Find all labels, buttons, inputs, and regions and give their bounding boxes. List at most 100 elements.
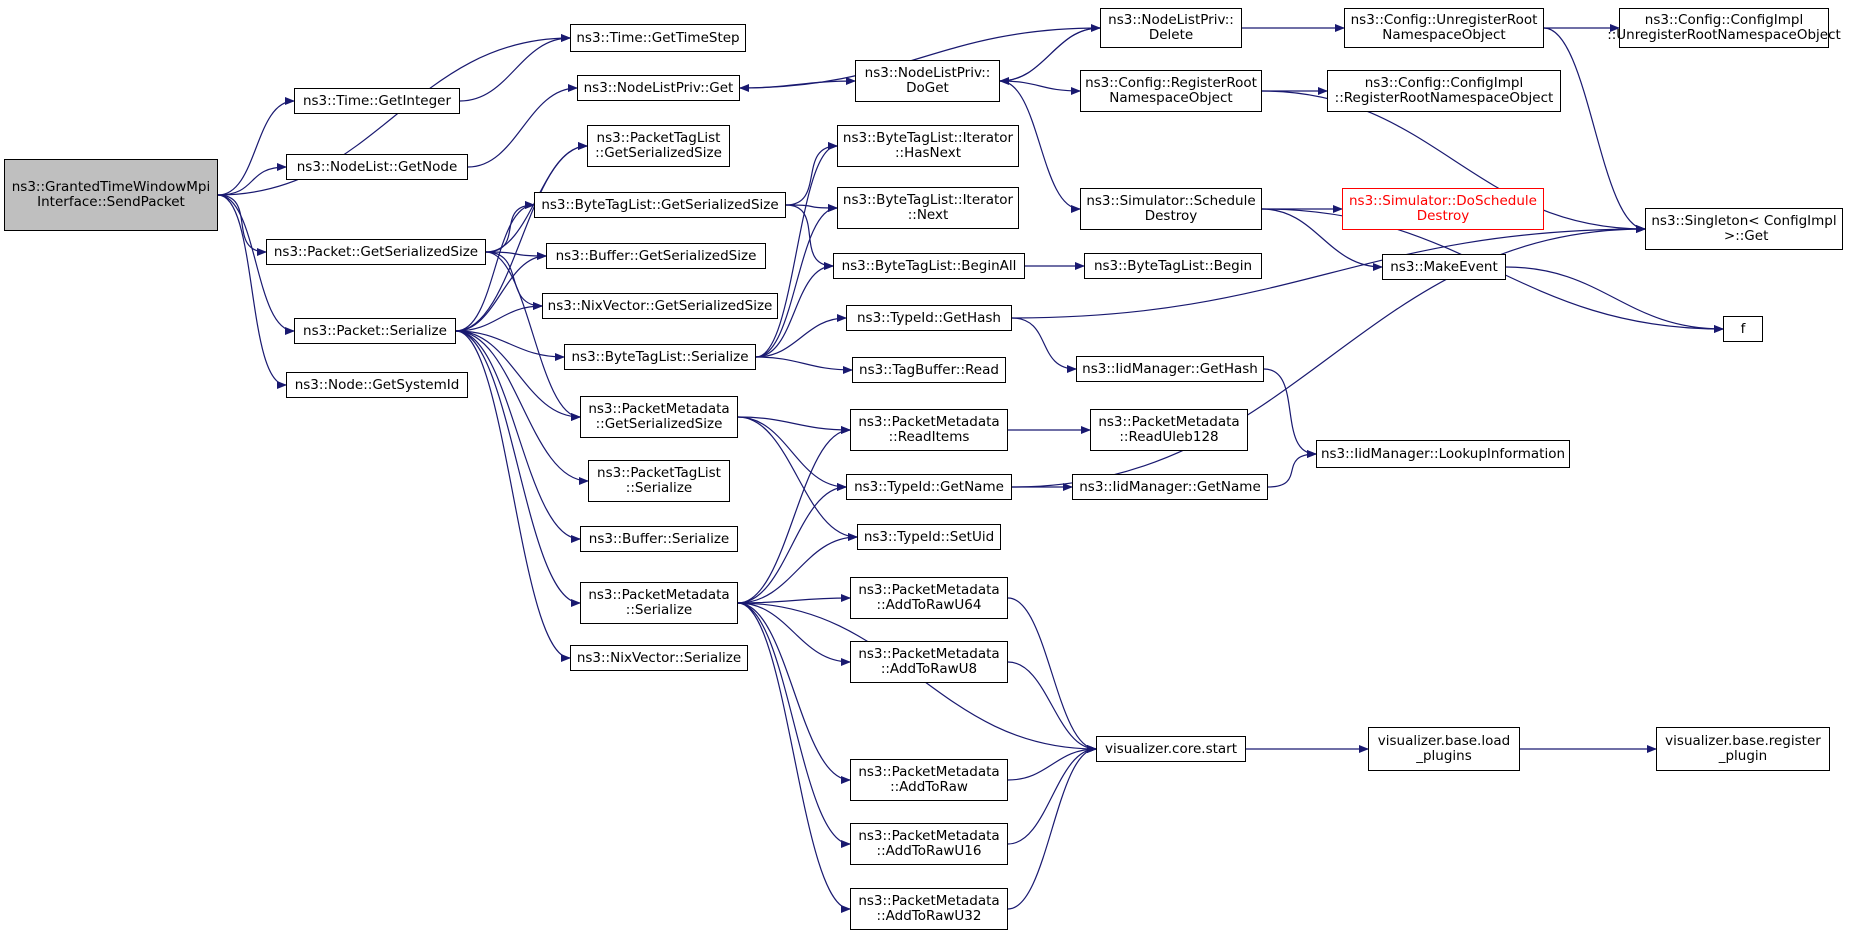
edge-packet-getserializedsize-to-packetmetadata-getserializedsize <box>485 251 581 421</box>
edge-root-to-node-getsystemid <box>217 194 287 389</box>
node-packetmetadata-addtorawu8[interactable]: ns3::PacketMetadata ::AddToRawU8 <box>850 641 1008 683</box>
node-config-unregisterrootnamespaceobject[interactable]: ns3::Config::UnregisterRoot NamespaceObj… <box>1344 8 1544 48</box>
node-tagbuffer-read[interactable]: ns3::TagBuffer::Read <box>852 357 1006 383</box>
edge-config-registerrootnamespaceobject-to-singleton-configimpl-get <box>1261 90 1646 233</box>
node-visualizer-core-start[interactable]: visualizer.core.start <box>1096 736 1246 762</box>
edge-bytetaglist-serialize-to-bytetaglist-iterator-hasnext <box>755 142 838 358</box>
edge-packet-serialize-to-buffer-getserializedsize <box>455 252 547 332</box>
edge-iidmanager-getname-to-iidmanager-lookupinformation <box>1267 450 1317 488</box>
edge-packetmetadata-addtorawu64-to-visualizer-core-start <box>1007 597 1097 753</box>
edge-packet-serialize-to-bytetaglist-serialize <box>455 330 565 361</box>
edge-packetmetadata-addtorawu8-to-visualizer-core-start <box>1007 661 1097 753</box>
node-time-getinteger[interactable]: ns3::Time::GetInteger <box>294 88 460 114</box>
node-nodelistpriv-doget[interactable]: ns3::NodeListPriv:: DoGet <box>855 60 1000 102</box>
node-iidmanager-getname[interactable]: ns3::IidManager::GetName <box>1072 474 1268 500</box>
node-packetmetadata-addtorawu16[interactable]: ns3::PacketMetadata ::AddToRawU16 <box>850 823 1008 865</box>
node-packetmetadata-serialize[interactable]: ns3::PacketMetadata ::Serialize <box>580 582 738 624</box>
node-singleton-configimpl-get[interactable]: ns3::Singleton< ConfigImpl >::Get <box>1645 208 1843 250</box>
node-nodelistpriv-delete[interactable]: ns3::NodeListPriv:: Delete <box>1100 8 1242 48</box>
node-typeid-getname[interactable]: ns3::TypeId::GetName <box>846 474 1012 500</box>
node-bytetaglist-serialize[interactable]: ns3::ByteTagList::Serialize <box>564 344 756 370</box>
edge-bytetaglist-serialize-to-tagbuffer-read <box>755 356 853 374</box>
edge-packetmetadata-serialize-to-typeid-getname <box>737 483 847 604</box>
node-packet-getserializedsize[interactable]: ns3::Packet::GetSerializedSize <box>266 239 486 265</box>
node-time-gettimestep[interactable]: ns3::Time::GetTimeStep <box>570 24 746 52</box>
node-packetmetadata-readitems[interactable]: ns3::PacketMetadata ::ReadItems <box>850 409 1008 451</box>
node-packetmetadata-getserializedsize[interactable]: ns3::PacketMetadata ::GetSerializedSize <box>580 396 738 438</box>
edge-packet-serialize-to-packettaglist-serialize <box>455 330 589 485</box>
edge-nodelistpriv-doget-to-config-registerrootnamespaceobject <box>999 80 1081 95</box>
edge-bytetaglist-serialize-to-bytetaglist-beginall <box>755 262 834 358</box>
node-visualizer-base-load-plugins[interactable]: visualizer.base.load _plugins <box>1368 727 1520 771</box>
node-bytetaglist-getserializedsize[interactable]: ns3::ByteTagList::GetSerializedSize <box>534 192 786 218</box>
edge-bytetaglist-serialize-to-bytetaglist-iterator-next <box>755 204 838 358</box>
edge-packet-serialize-to-packetmetadata-getserializedsize <box>455 330 581 421</box>
node-configimpl-unregisterrootnamespaceobject[interactable]: ns3::Config::ConfigImpl ::UnregisterRoot… <box>1607 8 1841 48</box>
node-bytetaglist-iterator-hasnext[interactable]: ns3::ByteTagList::Iterator ::HasNext <box>837 125 1019 167</box>
node-packettaglist-getserializedsize[interactable]: ns3::PacketTagList ::GetSerializedSize <box>587 125 730 167</box>
edge-packetmetadata-serialize-to-packetmetadata-readitems <box>737 426 851 604</box>
edge-packet-serialize-to-bytetaglist-getserializedsize <box>455 201 535 332</box>
node-buffer-getserializedsize[interactable]: ns3::Buffer::GetSerializedSize <box>546 243 766 269</box>
edge-nodelistpriv-doget-to-simulator-scheduledestroy <box>999 80 1081 213</box>
node-configimpl-registerrootnamespaceobject[interactable]: ns3::Config::ConfigImpl ::RegisterRootNa… <box>1327 70 1561 112</box>
node-visualizer-base-register-plugin[interactable]: visualizer.base.register _plugin <box>1656 727 1830 771</box>
node-f[interactable]: f <box>1723 316 1763 342</box>
edge-root-to-packet-serialize <box>217 194 295 335</box>
edge-iidmanager-gethash-to-iidmanager-lookupinformation <box>1263 368 1317 458</box>
edge-bytetaglist-getserializedsize-to-bytetaglist-iterator-hasnext <box>785 142 838 206</box>
edge-packet-serialize-to-nixvector-getserializedsize <box>455 302 543 332</box>
node-bytetaglist-beginall[interactable]: ns3::ByteTagList::BeginAll <box>833 253 1025 279</box>
node-typeid-setuid[interactable]: ns3::TypeId::SetUid <box>857 524 1001 550</box>
edge-root-to-nodelist-getnode <box>217 163 287 196</box>
edge-root-to-packet-getserializedsize <box>217 194 267 256</box>
node-nixvector-serialize[interactable]: ns3::NixVector::Serialize <box>570 645 748 671</box>
node-nodelistpriv-get[interactable]: ns3::NodeListPriv::Get <box>577 75 740 101</box>
edge-packet-getserializedsize-to-nixvector-getserializedsize <box>485 251 543 310</box>
edge-packetmetadata-addtoraw-to-visualizer-core-start <box>1007 745 1097 781</box>
edge-nodelist-getnode-to-nodelistpriv-get <box>467 84 578 168</box>
node-buffer-serialize[interactable]: ns3::Buffer::Serialize <box>580 526 738 552</box>
edge-packet-serialize-to-packetmetadata-serialize <box>455 330 581 607</box>
edge-typeid-gethash-to-iidmanager-gethash <box>1011 317 1077 373</box>
node-typeid-gethash[interactable]: ns3::TypeId::GetHash <box>846 305 1012 331</box>
edge-packet-serialize-to-nixvector-serialize <box>455 330 571 662</box>
edge-root-to-time-getinteger <box>217 97 295 196</box>
edge-packetmetadata-serialize-to-packetmetadata-addtoraw <box>737 602 851 784</box>
edge-packetmetadata-addtorawu32-to-visualizer-core-start <box>1007 745 1097 910</box>
node-nodelist-getnode[interactable]: ns3::NodeList::GetNode <box>286 154 468 180</box>
edge-nodelistpriv-delete-to-nodelistpriv-get <box>739 27 1101 92</box>
node-simulator-scheduledestroy[interactable]: ns3::Simulator::Schedule Destroy <box>1080 188 1262 230</box>
edge-bytetaglist-serialize-to-typeid-gethash <box>755 314 847 358</box>
edge-typeid-gethash-to-singleton-configimpl-get <box>1011 225 1646 319</box>
edge-typeid-getname-to-singleton-configimpl-get <box>1011 225 1646 488</box>
edge-packetmetadata-serialize-to-typeid-setuid <box>737 533 858 604</box>
node-packettaglist-serialize[interactable]: ns3::PacketTagList ::Serialize <box>588 460 730 502</box>
node-node-getsystemid[interactable]: ns3::Node::GetSystemId <box>286 372 468 398</box>
node-packet-serialize[interactable]: ns3::Packet::Serialize <box>294 318 456 344</box>
node-nixvector-getserializedsize[interactable]: ns3::NixVector::GetSerializedSize <box>542 293 778 319</box>
edge-packet-serialize-to-packettaglist-getserializedsize <box>455 142 588 332</box>
node-packetmetadata-addtorawu64[interactable]: ns3::PacketMetadata ::AddToRawU64 <box>850 577 1008 619</box>
edge-packetmetadata-getserializedsize-to-typeid-setuid <box>737 416 858 541</box>
edge-packet-serialize-to-buffer-serialize <box>455 330 581 543</box>
node-packetmetadata-readuleb128[interactable]: ns3::PacketMetadata ::ReadUleb128 <box>1090 409 1248 451</box>
node-iidmanager-gethash[interactable]: ns3::IidManager::GetHash <box>1076 356 1264 382</box>
edge-packetmetadata-addtorawu16-to-visualizer-core-start <box>1007 745 1097 845</box>
node-iidmanager-lookupinformation[interactable]: ns3::IidManager::LookupInformation <box>1316 440 1570 468</box>
node-config-registerrootnamespaceobject[interactable]: ns3::Config::RegisterRoot NamespaceObjec… <box>1080 70 1262 112</box>
edge-root-to-time-gettimestep <box>217 34 571 196</box>
node-simulator-doscheduledestroy[interactable]: ns3::Simulator::DoSchedule Destroy <box>1342 188 1544 230</box>
node-packetmetadata-addtoraw[interactable]: ns3::PacketMetadata ::AddToRaw <box>850 759 1008 801</box>
edge-packetmetadata-serialize-to-packetmetadata-addtorawu16 <box>737 602 851 848</box>
node-bytetaglist-iterator-next[interactable]: ns3::ByteTagList::Iterator ::Next <box>837 187 1019 229</box>
edge-config-unregisterrootnamespaceobject-to-singleton-configimpl-get <box>1543 27 1646 233</box>
edge-packetmetadata-serialize-to-packetmetadata-addtorawu8 <box>737 602 851 666</box>
edge-makeevent-to-f <box>1505 266 1724 333</box>
node-makeevent[interactable]: ns3::MakeEvent <box>1382 254 1506 280</box>
node-packetmetadata-addtorawu32[interactable]: ns3::PacketMetadata ::AddToRawU32 <box>850 888 1008 930</box>
node-root: ns3::GrantedTimeWindowMpi Interface::Sen… <box>4 159 218 231</box>
edge-packet-getserializedsize-to-buffer-getserializedsize <box>485 251 547 260</box>
node-bytetaglist-begin[interactable]: ns3::ByteTagList::Begin <box>1084 253 1262 279</box>
